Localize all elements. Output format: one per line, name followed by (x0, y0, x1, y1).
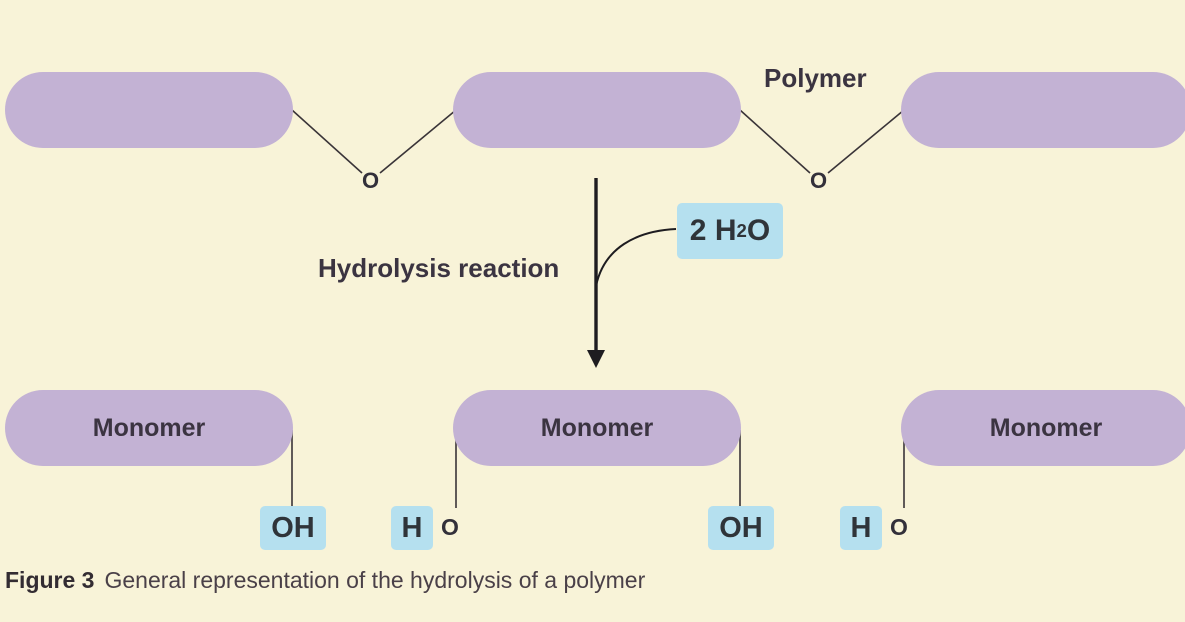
figure-number: Figure 3 (5, 567, 95, 593)
monomer-2-label: Monomer (540, 413, 654, 442)
figure-caption: Figure 3 General representation of the hy… (5, 567, 645, 594)
bond-line-left-2 (379, 109, 457, 174)
water-subscript: 2 (736, 220, 747, 241)
bond-oxygen-left: O (362, 168, 380, 193)
figure-caption-text: General representation of the hydrolysis… (104, 567, 646, 593)
bond-line-right-2 (827, 109, 905, 174)
water-oxygen: O (746, 214, 771, 247)
polymer-unit-3 (901, 72, 1185, 148)
monomer-3: Monomer (901, 390, 1185, 466)
water-coefficient: 2 (689, 214, 707, 247)
polymer-unit-1 (5, 72, 293, 148)
monomer-3-label: Monomer (989, 413, 1103, 442)
product-oxygen-2: O (890, 514, 908, 540)
hydroxyl-chip-2: OH (708, 506, 774, 550)
polymer-unit-2 (453, 72, 741, 148)
reaction-arrow-head (587, 350, 605, 368)
bond-line-right (739, 109, 811, 174)
water-hydrogen: H (714, 214, 737, 247)
hydroxyl-chip-1: OH (260, 506, 326, 550)
polymer-label: Polymer (764, 63, 867, 93)
monomer-1-label: Monomer (92, 413, 206, 442)
monomer-2: Monomer (453, 390, 741, 466)
product-oxygen-1: O (441, 514, 459, 540)
hydrogen-chip-1: H (391, 506, 433, 550)
bond-line-left (291, 109, 363, 174)
hydrogen-chip-2: H (840, 506, 882, 550)
bond-oxygen-right: O (810, 168, 828, 193)
monomer-1: Monomer (5, 390, 293, 466)
water-incoming-curve (595, 228, 677, 287)
reaction-label: Hydrolysis reaction (318, 253, 560, 283)
